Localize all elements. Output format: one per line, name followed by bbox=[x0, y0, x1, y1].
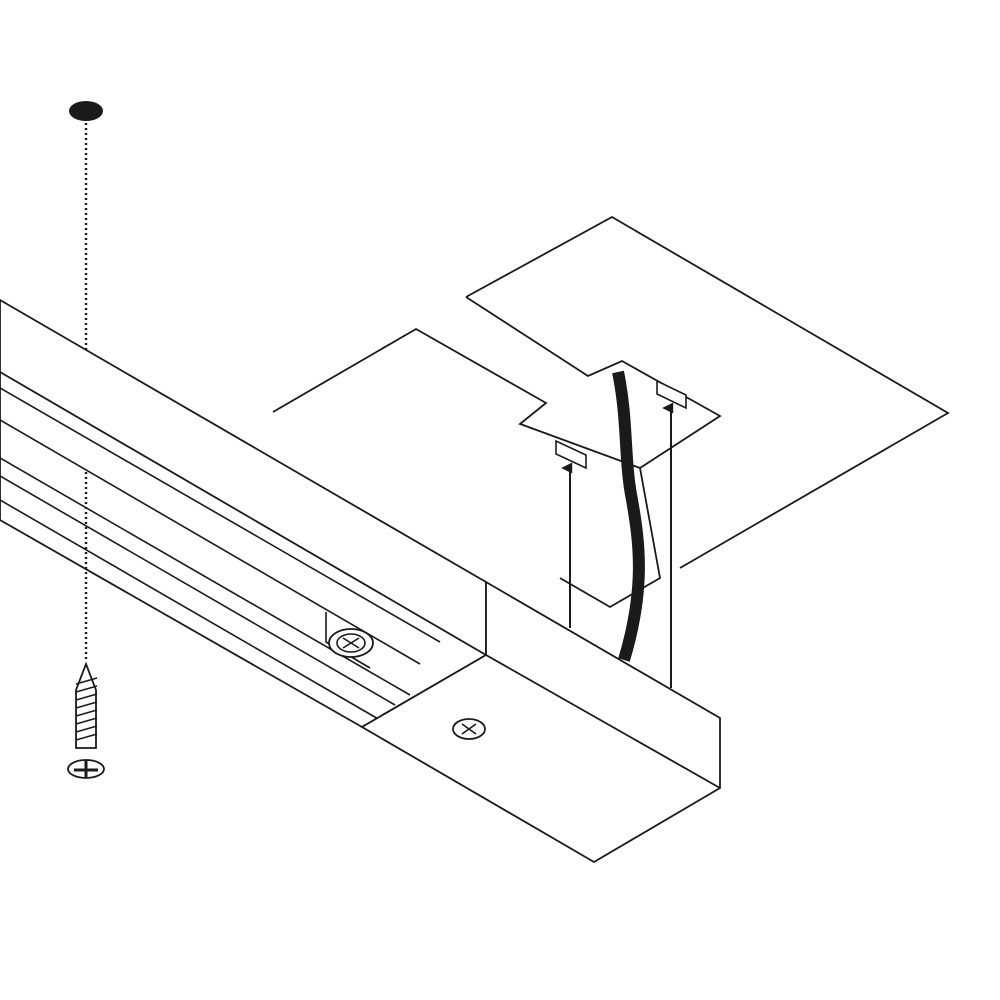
ceiling-panel-left bbox=[272, 327, 661, 609]
panel-clip-left bbox=[555, 439, 587, 470]
wall-plug bbox=[69, 101, 103, 121]
mounting-screw bbox=[67, 661, 105, 779]
power-cable bbox=[612, 370, 645, 662]
feed-cover-screw bbox=[452, 718, 486, 740]
track-set-screw bbox=[328, 628, 374, 658]
panel-clip-right bbox=[656, 379, 687, 410]
track-end-feed-box bbox=[360, 580, 721, 864]
track-rail bbox=[0, 298, 487, 729]
